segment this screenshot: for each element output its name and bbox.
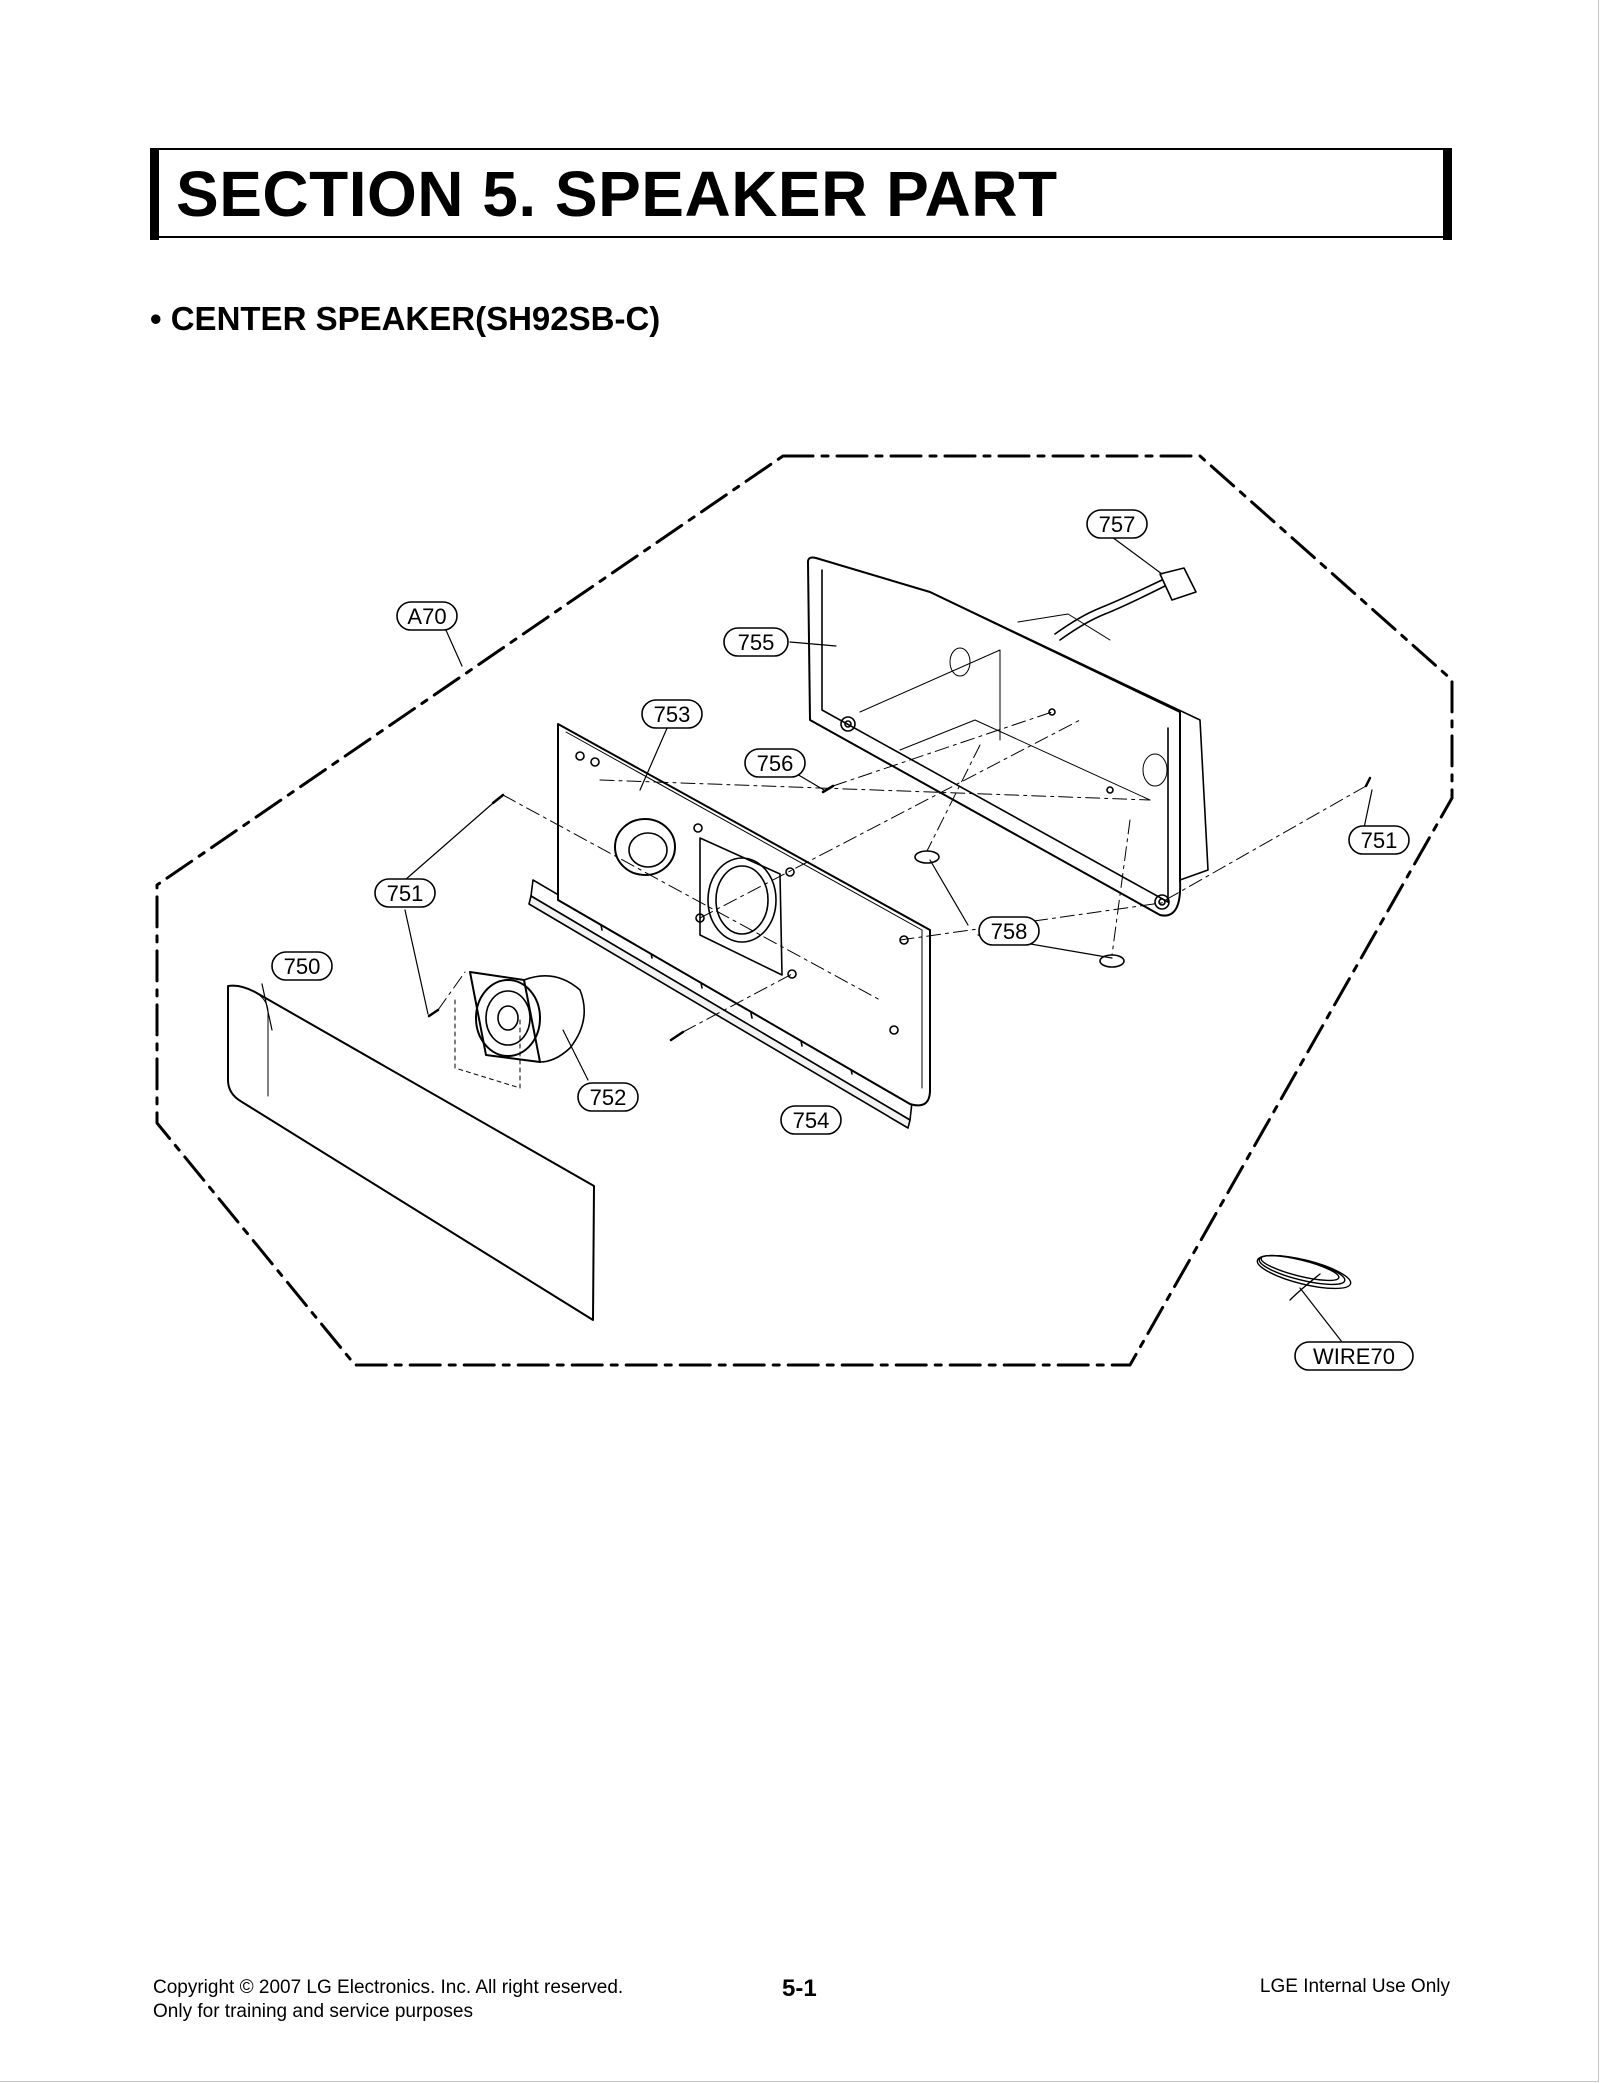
- label-754: 754: [793, 1108, 830, 1133]
- section-title: SECTION 5. SPEAKER PART: [176, 158, 1058, 230]
- page-number: 5-1: [782, 1975, 817, 2002]
- subtitle: • CENTER SPEAKER(SH92SB-C): [150, 300, 661, 337]
- label-756: 756: [757, 751, 794, 776]
- label-751-left: 751: [387, 881, 424, 906]
- assembly-boundary: [155, 454, 1454, 1367]
- label-750: 750: [284, 954, 321, 979]
- screws: [427, 776, 1372, 1042]
- label-wire70: WIRE70: [1313, 1344, 1395, 1369]
- label-a70: A70: [407, 604, 446, 629]
- baffle-board-part: [557, 723, 931, 1107]
- terminal-part: [1017, 567, 1197, 641]
- footer-left: Copyright © 2007 LG Electronics. Inc. Al…: [153, 1976, 623, 2024]
- label-texts: A70 755 753 756 757 751 751 750 758 752 …: [284, 512, 1398, 1369]
- leader-lines: [261, 536, 1373, 1343]
- label-751-right: 751: [1361, 828, 1398, 853]
- copyright-text: Copyright © 2007 LG Electronics. Inc. Al…: [153, 1977, 624, 1998]
- purpose-text: Only for training and service purposes: [153, 2001, 473, 2022]
- label-755: 755: [738, 630, 775, 655]
- woofer-part: [454, 971, 586, 1089]
- label-752: 752: [590, 1085, 627, 1110]
- wire-coil-part: [1256, 1254, 1352, 1301]
- label-758: 758: [991, 919, 1028, 944]
- foot-left: [914, 850, 940, 864]
- header-right-bar: [1443, 148, 1452, 240]
- cabinet-part: [807, 556, 1209, 917]
- header-left-bar: [150, 148, 159, 240]
- front-grille-part: [227, 984, 595, 1321]
- label-757: 757: [1099, 512, 1136, 537]
- label-bubbles: [271, 509, 1414, 1371]
- label-753: 753: [654, 702, 691, 727]
- internal-use-text: LGE Internal Use Only: [1259, 1976, 1450, 1997]
- section-header: SECTION 5. SPEAKER PART: [150, 148, 1452, 240]
- guide-lines: [437, 711, 1367, 1033]
